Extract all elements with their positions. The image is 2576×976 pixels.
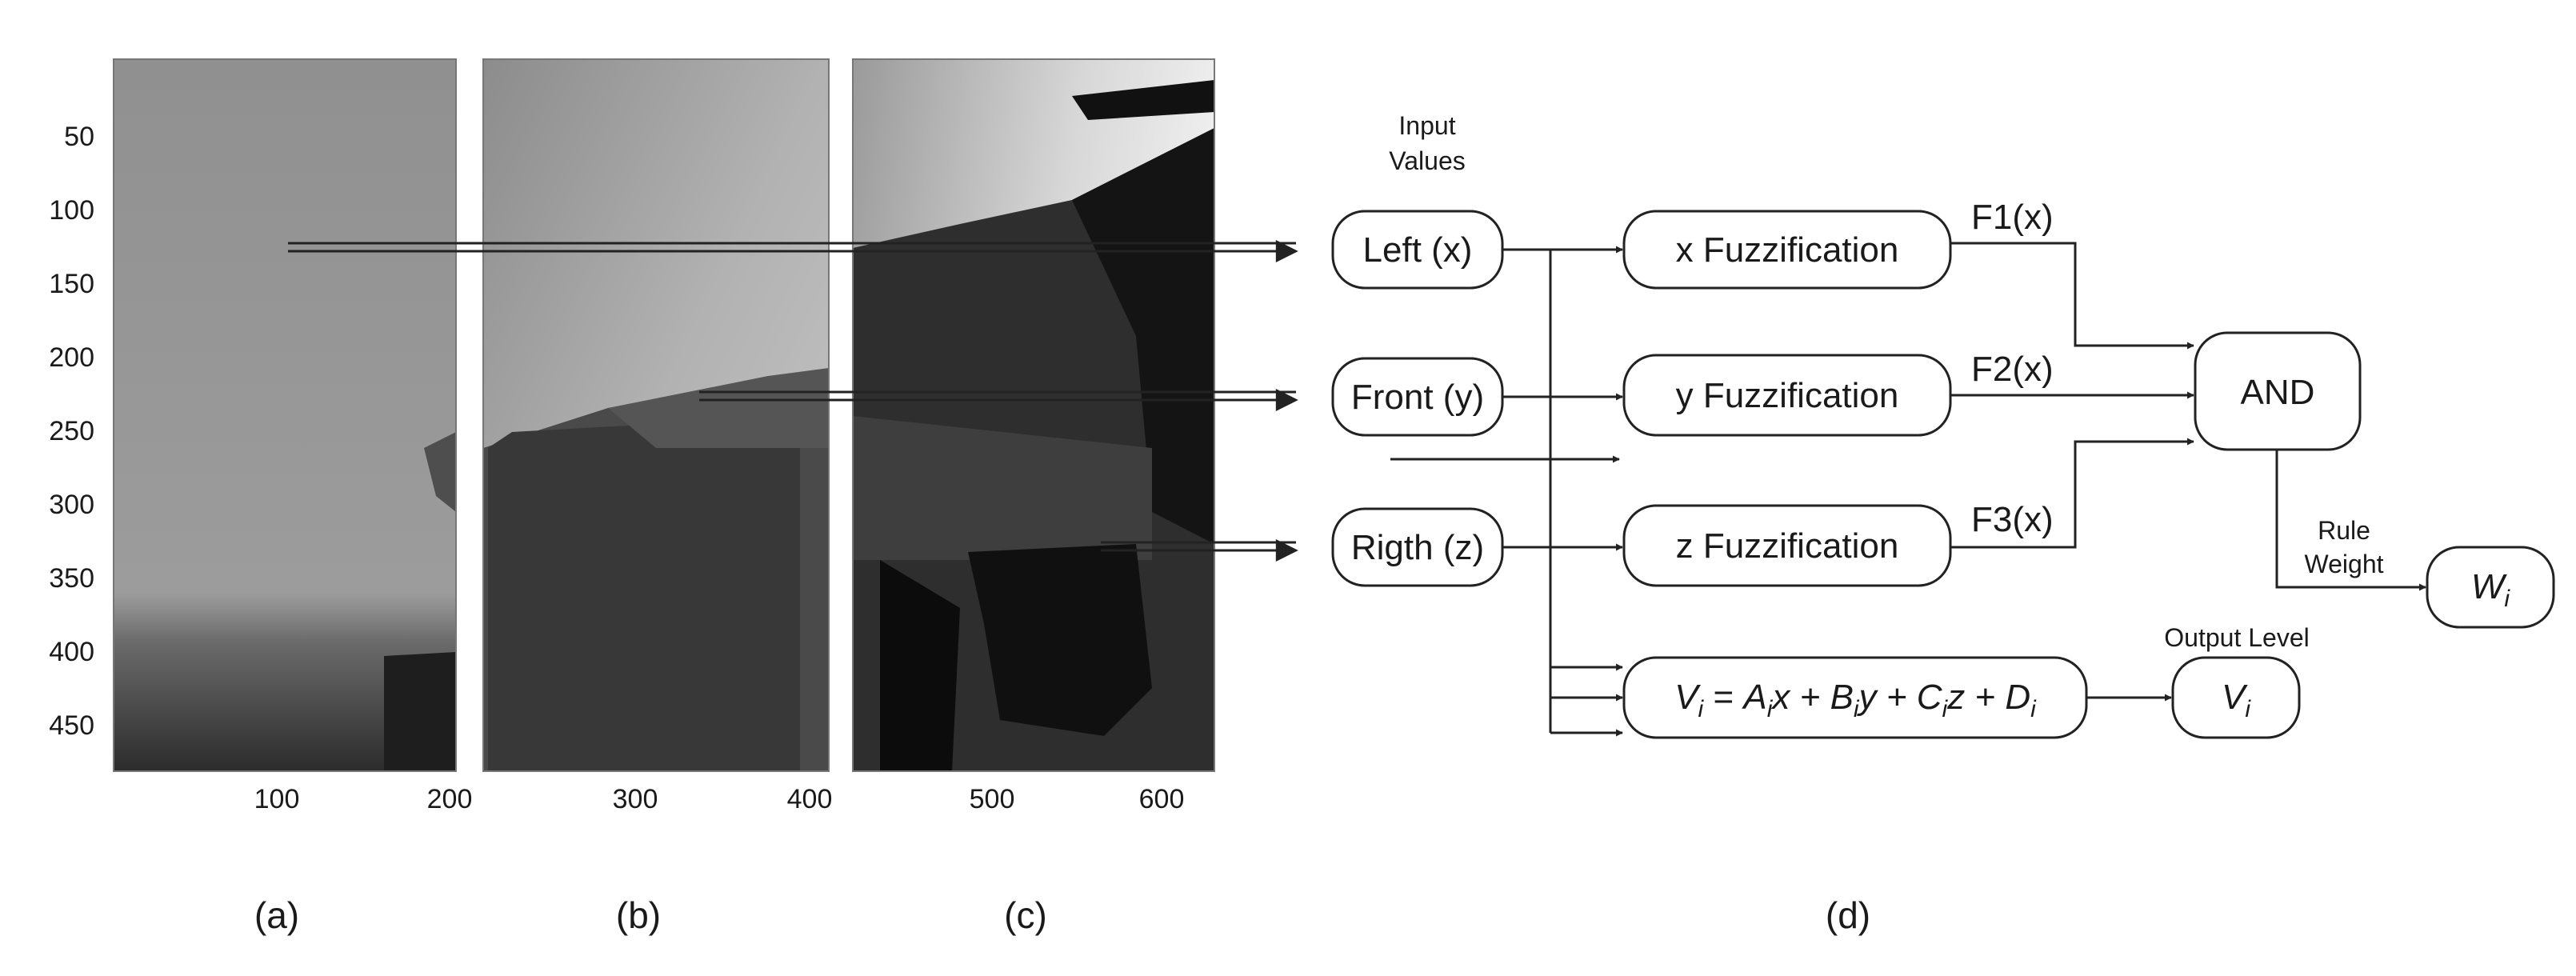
fuzzy-diagram: Input Values Left (x) Front (y) Rigth (z… xyxy=(1331,111,2555,739)
y-tick-label: 400 xyxy=(49,637,94,667)
x-tick-label: 200 xyxy=(427,784,473,814)
output-node-label: Vi xyxy=(2222,678,2251,722)
y-tick-label: 150 xyxy=(49,269,94,299)
panel-label-a: (a) xyxy=(254,894,299,936)
y-tick-label: 50 xyxy=(64,122,94,152)
x-tick-label: 300 xyxy=(613,784,658,814)
panel-label-c: (c) xyxy=(1004,894,1047,936)
y-tick-label: 300 xyxy=(49,490,94,520)
weight-node xyxy=(2426,546,2555,629)
x-tick-label: 500 xyxy=(970,784,1015,814)
image-to-input-arrows xyxy=(288,240,1298,562)
input-node-right-label: Rigth (z) xyxy=(1351,528,1484,567)
y-axis: 50 100 150 200 250 300 350 400 450 xyxy=(49,122,94,741)
fuzzification-node-z-label: z Fuzzification xyxy=(1676,526,1899,566)
panel-label-b: (b) xyxy=(616,894,661,936)
and-node-label: AND xyxy=(2241,373,2315,412)
rule-weight-label: Rule xyxy=(2318,516,2370,545)
rule-weight-label: Weight xyxy=(2304,550,2383,578)
y-tick-label: 100 xyxy=(49,195,94,226)
f3-label: F3(x) xyxy=(1971,500,2054,539)
input-values-label: Input xyxy=(1398,111,1455,140)
fuzzification-node-x xyxy=(1622,210,1952,290)
fuzzification-node-z xyxy=(1622,504,1952,587)
output-level-label: Output Level xyxy=(2164,623,2309,652)
y-tick-label: 250 xyxy=(49,416,94,446)
output-node xyxy=(2171,656,2301,739)
depth-image xyxy=(113,58,1215,772)
weight-node-label: Wi xyxy=(2471,567,2511,612)
depth-panel-b xyxy=(483,59,829,771)
input-values-label: Values xyxy=(1389,146,1465,175)
fuzzification-node-x-label: x Fuzzification xyxy=(1676,230,1899,270)
input-node-front-label: Front (y) xyxy=(1351,378,1484,417)
y-tick-label: 450 xyxy=(49,710,94,741)
connectors xyxy=(1390,242,2426,737)
panel-label-d: (d) xyxy=(1826,894,1870,936)
y-tick-label: 350 xyxy=(49,563,94,594)
x-axis: 100 200 300 400 500 600 xyxy=(254,784,1185,814)
x-tick-label: 100 xyxy=(254,784,300,814)
x-tick-label: 600 xyxy=(1139,784,1185,814)
f1-label: F1(x) xyxy=(1971,198,2054,237)
equation-label: Vi = Aix + Biy + Ciz + Di xyxy=(1674,678,2037,722)
x-tick-label: 400 xyxy=(787,784,833,814)
depth-panel-c xyxy=(853,59,1214,771)
input-node-left-label: Left (x) xyxy=(1363,230,1473,270)
y-tick-label: 200 xyxy=(49,342,94,373)
f2-label: F2(x) xyxy=(1971,350,2054,389)
depth-panel-a xyxy=(114,59,456,771)
fuzzification-node-y-label: y Fuzzification xyxy=(1676,376,1899,415)
